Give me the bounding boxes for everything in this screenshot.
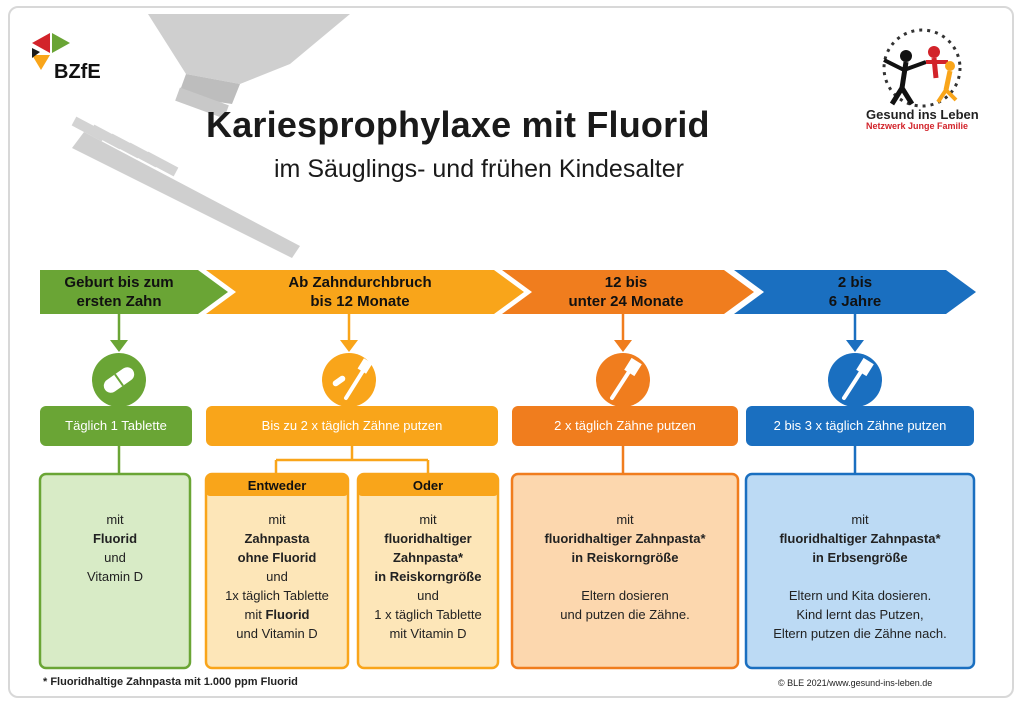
bzfe-logo-text: BZfE bbox=[54, 61, 101, 83]
arrowhead bbox=[846, 340, 864, 352]
detail-line: fluoridhaltiger bbox=[384, 531, 472, 546]
detail-line: in Erbsengröße bbox=[812, 550, 908, 565]
bzfe-logo-icon bbox=[32, 33, 70, 70]
stage-label-1: Geburt bis zum ersten Zahn bbox=[44, 273, 194, 311]
detail-box-2b-head bbox=[358, 474, 498, 496]
gesund-ins-leben-logo-icon bbox=[882, 28, 962, 108]
partner-name: Gesund ins Leben bbox=[866, 107, 979, 122]
detail-box-1 bbox=[38, 472, 192, 670]
detail-line: Eltern putzen die Zähne nach. bbox=[773, 626, 947, 641]
detail-text-3: mit fluoridhaltiger Zahnpasta* in Reiskorn… bbox=[512, 510, 738, 624]
stage-arrow-4 bbox=[734, 270, 976, 314]
toothbrush-icon bbox=[842, 357, 874, 400]
detail-line: Kind lernt das Putzen, bbox=[796, 607, 924, 622]
detail-line: und bbox=[266, 569, 288, 584]
detail-line bbox=[746, 567, 974, 586]
detail-text-4: mit fluoridhaltiger Zahnpasta* in Erbsengr… bbox=[746, 510, 974, 643]
detail-line bbox=[512, 567, 738, 586]
detail-line: Zahnpasta bbox=[244, 531, 310, 546]
detail-line: Zahnpasta* bbox=[392, 550, 464, 565]
detail-line: und bbox=[104, 550, 126, 565]
stage-label-line: unter 24 Monate bbox=[568, 293, 684, 310]
detail-line: fluoridhaltiger Zahnpasta* bbox=[544, 531, 706, 546]
detail-line: mit bbox=[268, 512, 286, 527]
stage-label-line: 6 Jahre bbox=[828, 293, 882, 310]
stage-label-line: Geburt bis zum bbox=[64, 274, 174, 291]
stage-arrow-1 bbox=[40, 270, 228, 314]
arrowhead bbox=[340, 340, 358, 352]
detail-line: in Reiskorngröße bbox=[571, 550, 679, 565]
action-text-4: 2 bis 3 x täglich Zähne putzen bbox=[773, 418, 947, 433]
detail-line: und Vitamin D bbox=[236, 626, 318, 641]
stage-arrow-3 bbox=[502, 270, 754, 314]
detail-box-3 bbox=[510, 472, 740, 670]
stage-label-line: 2 bis bbox=[837, 274, 873, 291]
action-bar-3 bbox=[512, 406, 738, 446]
detail-line: Vitamin D bbox=[86, 569, 144, 584]
detail-line: Eltern und Kita dosieren. bbox=[788, 588, 932, 603]
page-title: Kariesprophylaxe mit Fluorid bbox=[206, 104, 710, 145]
detail-line: und putzen die Zähne. bbox=[560, 607, 690, 622]
footnote: * Fluoridhaltige Zahnpasta mit 1.000 ppm… bbox=[43, 676, 298, 688]
stage-label-line: bis 12 Monate bbox=[310, 293, 410, 310]
stage-label-line: 12 bis bbox=[604, 274, 648, 291]
detail-line: mit Fluorid bbox=[244, 607, 310, 622]
detail-line: Eltern dosieren bbox=[581, 588, 669, 603]
detail-line: mit Vitamin D bbox=[389, 626, 467, 641]
tablet-icon bbox=[103, 367, 135, 393]
copyright: © BLE 2021/www.gesund-ins-leben.de bbox=[778, 678, 933, 688]
detail-line: mit bbox=[616, 512, 634, 527]
toothbrush-tablet-icon bbox=[332, 358, 373, 400]
action-text-2: Bis zu 2 x täglich Zähne putzen bbox=[261, 418, 443, 433]
detail-line: 1 x täglich Tablette bbox=[374, 607, 482, 622]
action-text-1: Täglich 1 Tablette bbox=[65, 418, 167, 433]
detail-line: und bbox=[417, 588, 439, 603]
partner-tagline: Netzwerk Junge Familie bbox=[866, 121, 969, 131]
toothbrush-decor-icon bbox=[71, 116, 300, 258]
page-subtitle: im Säuglings- und frühen Kindesalter bbox=[274, 155, 684, 183]
stage-label-line: Ab Zahndurchbruch bbox=[288, 274, 432, 291]
detail-line: fluoridhaltiger Zahnpasta* bbox=[779, 531, 941, 546]
stage-label-2: Ab Zahndurchbruch bis 12 Monate bbox=[240, 273, 480, 311]
detail-line: ohne Fluorid bbox=[237, 550, 317, 565]
arrowhead bbox=[110, 340, 128, 352]
action-text-3: 2 x täglich Zähne putzen bbox=[554, 418, 696, 433]
stage-label-line: ersten Zahn bbox=[76, 293, 162, 310]
action-bar-1 bbox=[40, 406, 192, 446]
detail-box-2a-head bbox=[206, 474, 348, 496]
action-bar-4 bbox=[746, 406, 974, 446]
toothpaste-tube-icon bbox=[148, 14, 350, 119]
action-bar-2 bbox=[206, 406, 498, 446]
detail-line: mit bbox=[419, 512, 437, 527]
stage-arrow-2 bbox=[206, 270, 524, 314]
stage-label-4: 2 bis 6 Jahre bbox=[770, 273, 940, 311]
sub-box-head-or: Oder bbox=[412, 478, 444, 493]
toothbrush-icon bbox=[610, 357, 642, 400]
detail-line: mit bbox=[106, 512, 124, 527]
detail-box-4 bbox=[744, 472, 976, 670]
detail-line: mit bbox=[851, 512, 869, 527]
stage-label-3: 12 bis unter 24 Monate bbox=[536, 273, 716, 311]
detail-line: 1x täglich Tablette bbox=[225, 588, 329, 603]
detail-line: Fluorid bbox=[92, 531, 138, 546]
sub-box-head-either: Entweder bbox=[247, 478, 307, 493]
arrowhead bbox=[614, 340, 632, 352]
detail-line: in Reiskorngröße bbox=[374, 569, 482, 584]
